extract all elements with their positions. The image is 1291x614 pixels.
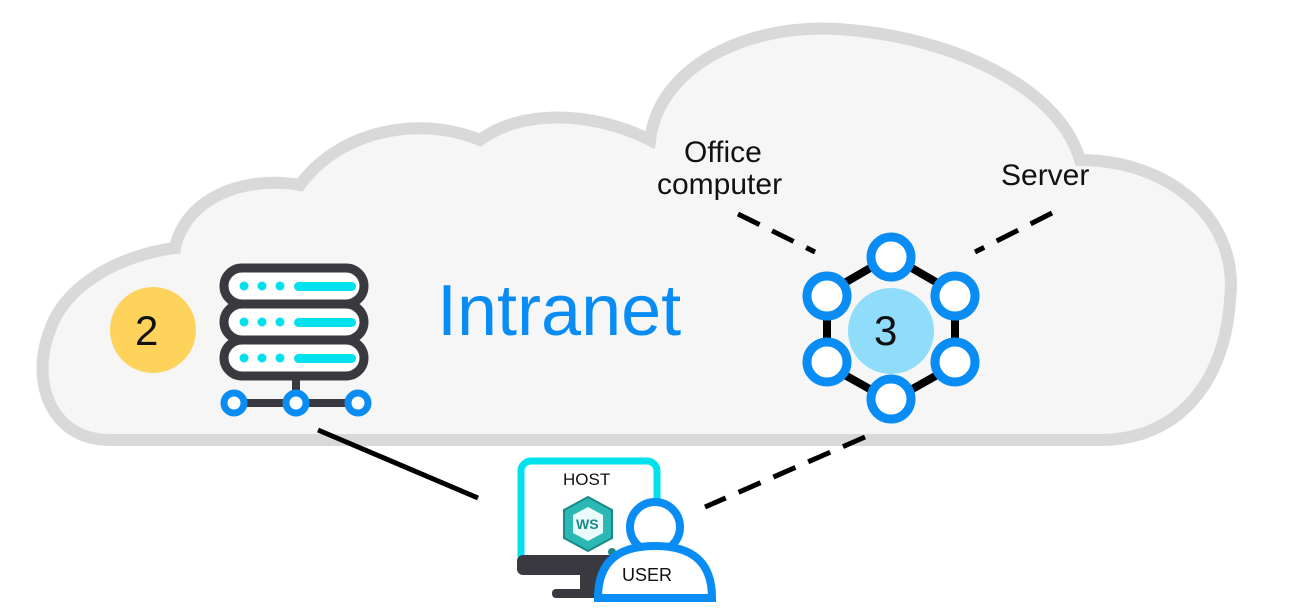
server-badge xyxy=(110,287,196,373)
server-rack-icon xyxy=(219,263,372,417)
network-badge-number: 3 xyxy=(874,307,898,354)
intranet-cloud xyxy=(36,22,1237,446)
intranet-label: Intranet xyxy=(437,271,682,351)
ws-logo-icon xyxy=(563,495,616,556)
user-icon xyxy=(593,498,717,602)
office-computer-label-line1: Office xyxy=(684,136,762,169)
host-label: HOST xyxy=(563,470,611,489)
server-badge-number: 2 xyxy=(135,307,159,354)
link-network-host xyxy=(703,434,867,510)
network-hub-icon xyxy=(802,232,980,424)
server-label: Server xyxy=(1001,159,1090,192)
link-server-host xyxy=(317,427,479,501)
link-office-computer xyxy=(736,211,817,255)
office-computer-label-line2: computer xyxy=(657,168,783,201)
link-server xyxy=(973,210,1054,255)
user-label: USER xyxy=(622,565,673,585)
ws-logo-text: WS xyxy=(576,516,599,532)
